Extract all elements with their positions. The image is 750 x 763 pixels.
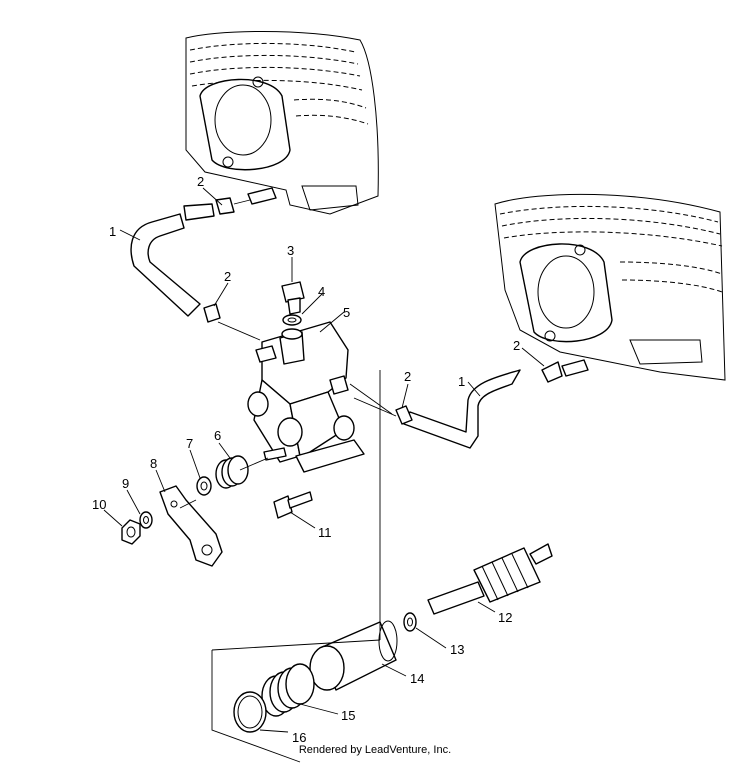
callout-16: 16	[292, 730, 306, 745]
hex-nut	[121, 519, 141, 545]
mounting-bolt	[273, 491, 313, 519]
callout-3: 3	[287, 243, 294, 258]
callout-2: 2	[513, 338, 520, 353]
control-lever	[159, 485, 223, 567]
callout-1: 1	[458, 374, 465, 389]
callout-2: 2	[224, 269, 231, 284]
callout-2: 2	[197, 174, 204, 189]
drive-gear-shaft	[427, 543, 553, 615]
right-cylinder-head	[494, 193, 726, 381]
callout-14: 14	[410, 671, 424, 686]
return-spring	[215, 455, 269, 489]
callout-1: 1	[109, 224, 116, 239]
callout-8: 8	[150, 456, 157, 471]
pump-coupling	[309, 620, 398, 691]
callout-labels: 1 2 2 3 4 5 2 1 2 6 7 8 9 10 11 12 13 14…	[92, 174, 520, 745]
callout-2: 2	[404, 369, 411, 384]
callout-7: 7	[186, 436, 193, 451]
flat-washer	[196, 476, 212, 496]
assembly-guide-lines	[211, 370, 381, 763]
snap-ring	[233, 691, 267, 733]
callout-15: 15	[341, 708, 355, 723]
sealing-washer	[282, 314, 302, 326]
callout-10: 10	[92, 497, 106, 512]
callout-13: 13	[450, 642, 464, 657]
callout-4: 4	[318, 284, 325, 299]
banjo-bolt	[281, 281, 305, 315]
callout-5: 5	[343, 305, 350, 320]
thrust-washer	[403, 612, 417, 632]
callout-11: 11	[318, 525, 332, 540]
callout-6: 6	[214, 428, 221, 443]
callout-9: 9	[122, 476, 129, 491]
left-cylinder-head	[185, 31, 379, 215]
oil-line-right	[353, 361, 563, 449]
oil-line-left	[130, 197, 261, 341]
lever-washer	[139, 511, 153, 529]
callout-12: 12	[498, 610, 512, 625]
coil-spring	[261, 663, 315, 717]
oil-pump	[247, 321, 393, 473]
callout-leaders	[103, 187, 545, 733]
render-credit: Rendered by LeadVenture, Inc.	[298, 744, 452, 756]
